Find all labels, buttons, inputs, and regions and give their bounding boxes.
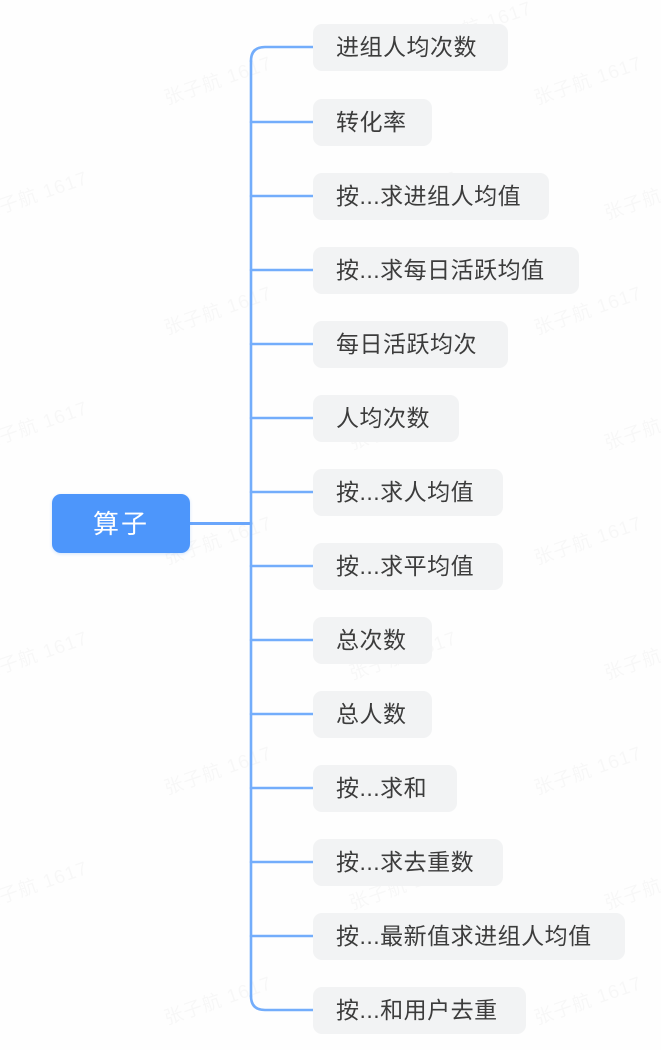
connector-branch <box>249 45 315 63</box>
mindmap-leaf-node[interactable]: 按...求进组人均值 <box>313 172 549 220</box>
watermark-text: 张子航 1617 <box>530 48 645 110</box>
mindmap-leaf-label: 转化率 <box>336 108 407 135</box>
watermark-text: 张子航 1617 <box>160 968 275 1030</box>
mindmap-leaf-node[interactable]: 进组人均次数 <box>313 23 508 71</box>
watermark-text: 张子航 1617 <box>530 968 645 1030</box>
watermark-text: 张子航 1617 <box>0 623 91 685</box>
mindmap-leaf-label: 进组人均次数 <box>336 33 477 60</box>
mindmap-leaf-node[interactable]: 总人数 <box>313 690 432 738</box>
watermark-text: 张子航 1617 <box>160 738 275 800</box>
mindmap-leaf-node[interactable]: 人均次数 <box>313 394 459 442</box>
mindmap-leaf-label: 人均次数 <box>336 404 430 431</box>
mindmap-leaf-label: 按...求和 <box>336 774 428 801</box>
mindmap-leaf-label: 按...求每日活跃均值 <box>336 256 545 283</box>
mindmap-leaf-node[interactable]: 按...最新值求进组人均值 <box>313 912 625 960</box>
watermark-text: 张子航 1617 <box>0 393 91 455</box>
mindmap-leaf-node[interactable]: 按...和用户去重 <box>313 986 526 1034</box>
mindmap-leaf-label: 按...求人均值 <box>336 478 475 505</box>
mindmap-leaf-node[interactable]: 按...求去重数 <box>313 838 503 886</box>
mindmap-leaf-label: 按...最新值求进组人均值 <box>336 922 592 949</box>
watermark-text: 张子航 1617 <box>0 163 91 225</box>
mindmap-leaf-node[interactable]: 总次数 <box>313 616 432 664</box>
mindmap-root-node[interactable]: 算子 <box>52 494 190 553</box>
mindmap-leaf-label: 按...和用户去重 <box>336 996 498 1023</box>
mindmap-leaf-label: 总人数 <box>336 700 407 727</box>
watermark-text: 张子航 1617 <box>600 623 661 685</box>
mindmap-leaf-label: 按...求去重数 <box>336 848 475 875</box>
watermark-text: 张子航 1617 <box>160 48 275 110</box>
mindmap-leaf-label: 每日活跃均次 <box>336 330 477 357</box>
watermark-text: 张子航 1617 <box>600 163 661 225</box>
mindmap-leaf-node[interactable]: 按...求平均值 <box>313 542 503 590</box>
watermark-text: 张子航 1617 <box>600 393 661 455</box>
mindmap-leaf-label: 按...求进组人均值 <box>336 182 522 209</box>
watermark-text: 张子航 1617 <box>530 738 645 800</box>
mindmap-leaf-label: 按...求平均值 <box>336 552 475 579</box>
connector-branch <box>249 994 315 1012</box>
mindmap-leaf-node[interactable]: 转化率 <box>313 98 432 146</box>
mindmap-leaf-node[interactable]: 按...求每日活跃均值 <box>313 246 579 294</box>
watermark-text: 张子航 1617 <box>160 278 275 340</box>
watermark-text: 张子航 1617 <box>530 508 645 570</box>
mindmap-leaf-label: 总次数 <box>336 626 407 653</box>
mindmap-leaf-node[interactable]: 按...求人均值 <box>313 468 503 516</box>
mindmap-leaf-node[interactable]: 每日活跃均次 <box>313 320 508 368</box>
root-node-label: 算子 <box>92 508 149 539</box>
mindmap-leaf-node[interactable]: 按...求和 <box>313 764 457 812</box>
watermark-text: 张子航 1617 <box>0 853 91 915</box>
watermark-text: 张子航 1617 <box>600 853 661 915</box>
